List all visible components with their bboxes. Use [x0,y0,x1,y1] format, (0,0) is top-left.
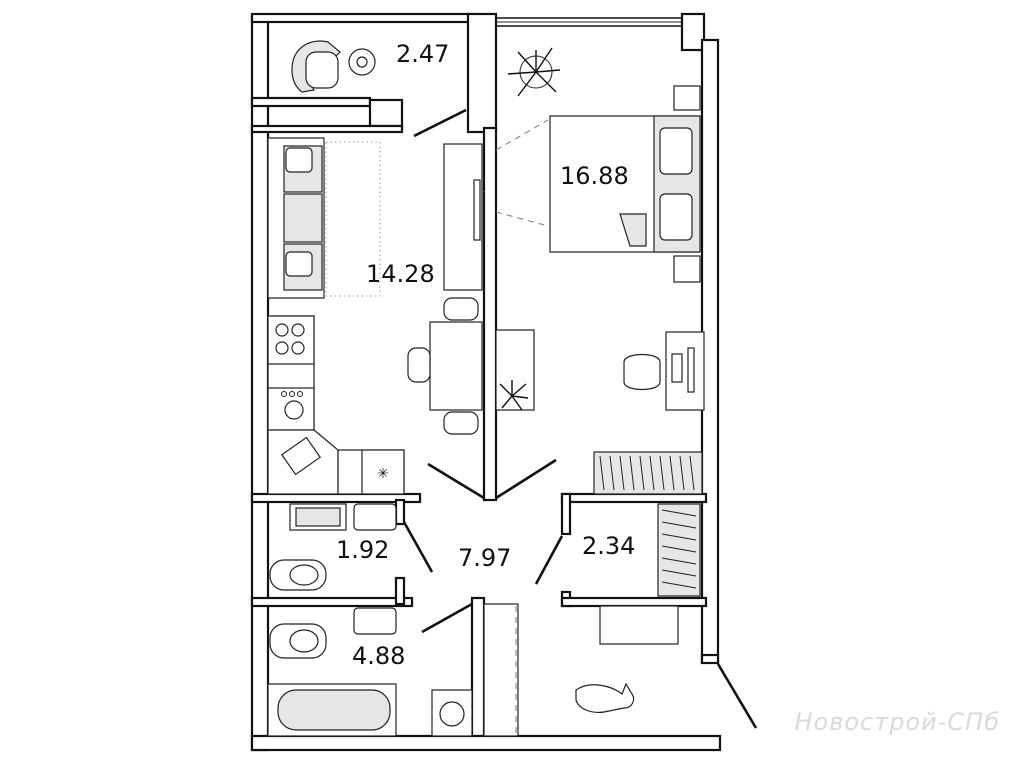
bed-blanket-fold [619,213,647,247]
wall-balcony-top [250,12,474,24]
area-label-bedroom: 16.88 [560,162,629,190]
wall-right-top [680,12,706,52]
monitor [671,353,683,383]
sofa-cushion-2 [283,193,323,243]
wall-kitchen-toilet [250,492,422,504]
desk-chair [623,353,661,391]
watermark: Новострой-СПб [794,708,1000,736]
burner-1-icon [275,323,289,337]
bath-basin [353,607,397,635]
tv-screen [473,179,481,241]
door-kitchen [427,462,485,500]
wall-partition-vertical [482,126,498,502]
balcony-furniture [291,40,376,93]
cat-icon [575,682,635,713]
keyboard [687,347,695,393]
plant-icon [507,47,561,97]
living-furniture [267,137,483,435]
plant-small-icon [499,380,529,411]
hallway-shelf [599,605,679,645]
door-entrance [716,663,758,729]
armchair-seat [305,51,339,89]
toilet-basin [353,503,397,531]
sofa-pillow-2 [285,251,313,277]
door-bathroom [421,602,473,634]
nightstand-bottom [673,255,701,283]
bathtub-inner [277,689,391,731]
area-label-balcony: 2.47 [396,40,449,68]
wall-balcony-stub [368,98,404,128]
oven-knob-icon [284,400,304,420]
kitchen-furniture: ✳ [267,315,405,495]
wall-bath-right [470,596,486,740]
fridge [361,449,405,495]
wall-right-jut [700,653,720,665]
wall-wardrobe-bottom [560,596,708,608]
bed-pillow-2 [659,193,693,241]
chair-bottom [443,411,479,435]
wall-bottom [250,734,722,752]
burner-3-icon [275,341,289,355]
door-wardrobe [534,535,564,585]
wall-wardrobe-top [560,492,708,504]
chair-top [443,297,479,321]
bedroom-wardrobe-hatching [599,455,695,491]
wall-column [466,12,498,134]
oven-dot-3-icon [297,391,303,397]
sofa-pillow-1 [285,147,313,173]
area-label-toilet: 1.92 [336,536,389,564]
area-label-hallway: 7.97 [458,544,511,572]
wall-toilet-stub [394,576,406,606]
oven-dot-1-icon [281,391,287,397]
side-table-inner-icon [356,56,368,68]
door-bedroom [495,458,557,500]
rug [325,141,381,297]
door-bedroom-swing-1 [495,119,549,151]
door-bedroom-swing-2 [495,211,549,227]
bedroom-furniture [495,47,705,495]
toilet-cabinet-inner [295,507,341,527]
area-label-bathroom: 4.88 [352,642,405,670]
door-toilet [402,521,434,573]
burner-2-icon [291,323,305,337]
wall-toilet-right [394,498,406,526]
area-label-kitchen-living: 14.28 [366,260,435,288]
toilet-furniture [269,503,397,591]
bathroom-furniture [267,607,473,737]
burner-4-icon [291,341,305,355]
wall-wardrobe-left-top [560,492,572,536]
wall-balcony-bottom [250,96,372,108]
oven-dot-2-icon [289,391,295,397]
closet-rack [657,503,701,597]
bed-pillow-1 [659,127,693,175]
bedroom-cabinet [495,329,535,411]
wall-kitchen-top [250,124,404,134]
kitchen-sink [280,436,322,476]
hallway-cabinet [483,603,519,737]
wall-toilet-bath [250,596,414,608]
snowflake-icon: ✳ [377,466,389,482]
chair-left [407,347,431,383]
cooktop [267,315,315,365]
area-label-wardrobe: 2.34 [582,532,635,560]
toilet-seat [289,564,319,586]
nightstand-top [673,85,701,111]
closet-furniture [599,503,701,645]
door-balcony [413,108,467,138]
bath-toilet-seat [289,629,319,653]
dining-table [429,321,483,411]
closet-rack-hatching [661,509,697,589]
washing-machine-drum-icon [439,701,465,727]
